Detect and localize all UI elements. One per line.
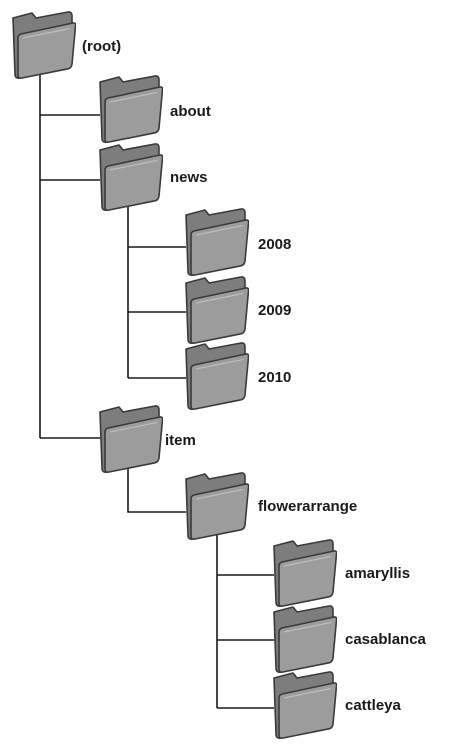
folder-label-casablanca: casablanca	[345, 631, 426, 648]
folder-label-cattleya: cattleya	[345, 697, 401, 714]
folder-label-2009: 2009	[258, 302, 292, 319]
folder-icon	[183, 207, 250, 277]
folder-label-root: (root)	[82, 38, 122, 55]
folder-label-flowerarrange: flowerarrange	[258, 498, 358, 515]
connector-root	[39, 70, 100, 439]
folder-icon	[97, 404, 164, 474]
folder-icon	[97, 74, 164, 144]
folder-icon	[183, 275, 250, 345]
folder-label-amaryllis: amaryllis	[345, 565, 411, 582]
connector-item	[127, 468, 186, 513]
folder-icon	[271, 670, 338, 740]
folder-label-news: news	[170, 169, 208, 186]
connector-news	[127, 200, 186, 379]
folder-label-about: about	[170, 103, 211, 120]
connector-flowerarrange	[216, 535, 274, 709]
folder-icon	[97, 142, 164, 212]
folder-icon	[10, 10, 77, 80]
folder-icon	[271, 604, 338, 674]
folder-label-2008: 2008	[258, 236, 292, 253]
folder-label-item: item	[165, 432, 196, 449]
folder-label-2010: 2010	[258, 369, 292, 386]
folder-icon	[183, 471, 250, 541]
folder-icon	[271, 538, 338, 608]
folder-icon	[183, 341, 250, 411]
